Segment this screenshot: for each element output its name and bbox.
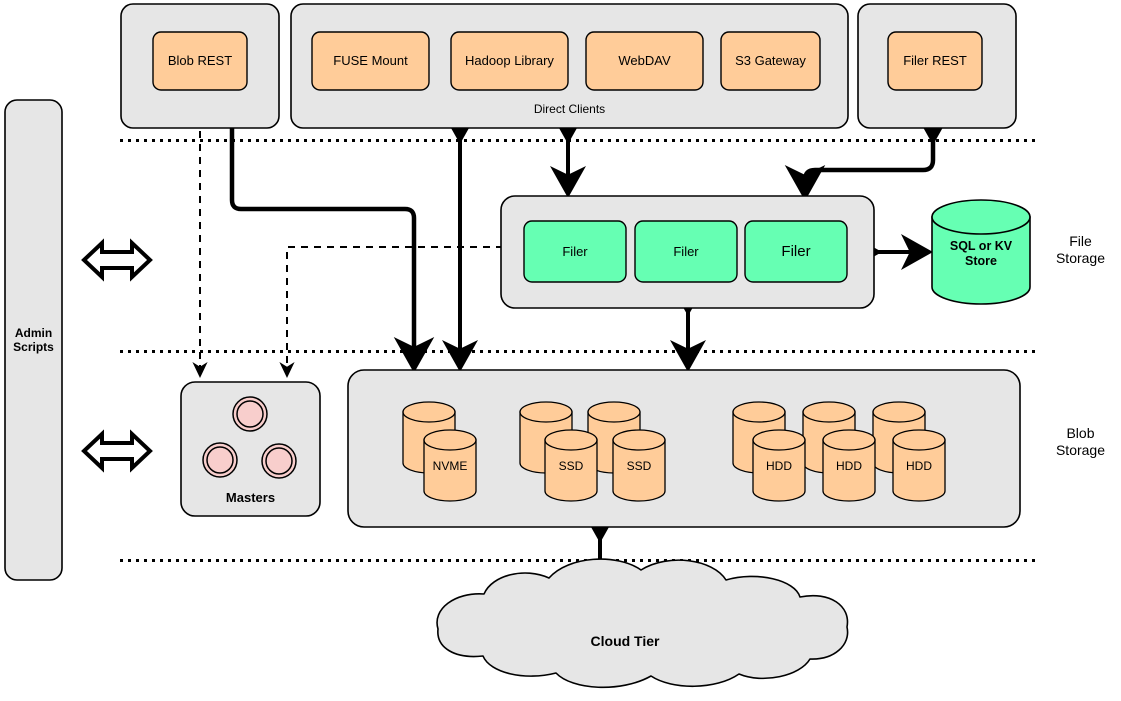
blob-rest-node-box bbox=[152, 31, 248, 91]
master-node-3 bbox=[261, 443, 297, 479]
solid-blobrest-to-volumes bbox=[229, 122, 435, 373]
master-node-1 bbox=[232, 396, 268, 432]
arrow-filerrest-to-filers bbox=[784, 109, 954, 201]
admin-arrow-file-storage bbox=[81, 238, 153, 282]
admin-scripts-panel bbox=[4, 99, 63, 581]
filer-node-box-3 bbox=[744, 220, 848, 283]
fuse-mount-node-box bbox=[311, 31, 430, 91]
volume-cylinder-hdd-front-3 bbox=[892, 429, 946, 502]
filer-rest-node-box bbox=[887, 31, 983, 91]
volume-cylinder-ssd-front-1 bbox=[544, 429, 598, 502]
masters-group-box bbox=[180, 381, 321, 517]
cloud-tier-shape bbox=[436, 558, 849, 689]
metadata-store-cylinder bbox=[931, 199, 1031, 305]
volume-cylinder-nvme-front bbox=[423, 429, 477, 502]
filer-node-box-1 bbox=[523, 220, 627, 283]
dashed-filer-to-masters bbox=[279, 246, 503, 378]
filer-node-box-2 bbox=[634, 220, 738, 283]
volume-cylinder-hdd-front-2 bbox=[822, 429, 876, 502]
webdav-node-box bbox=[585, 31, 704, 91]
volume-cylinder-ssd-front-2 bbox=[612, 429, 666, 502]
admin-arrow-blob-storage bbox=[81, 429, 153, 473]
volume-cylinder-hdd-front-1 bbox=[752, 429, 806, 502]
s3-gateway-node-box bbox=[720, 31, 821, 91]
master-node-2 bbox=[202, 442, 238, 478]
hadoop-library-node-box bbox=[450, 31, 569, 91]
